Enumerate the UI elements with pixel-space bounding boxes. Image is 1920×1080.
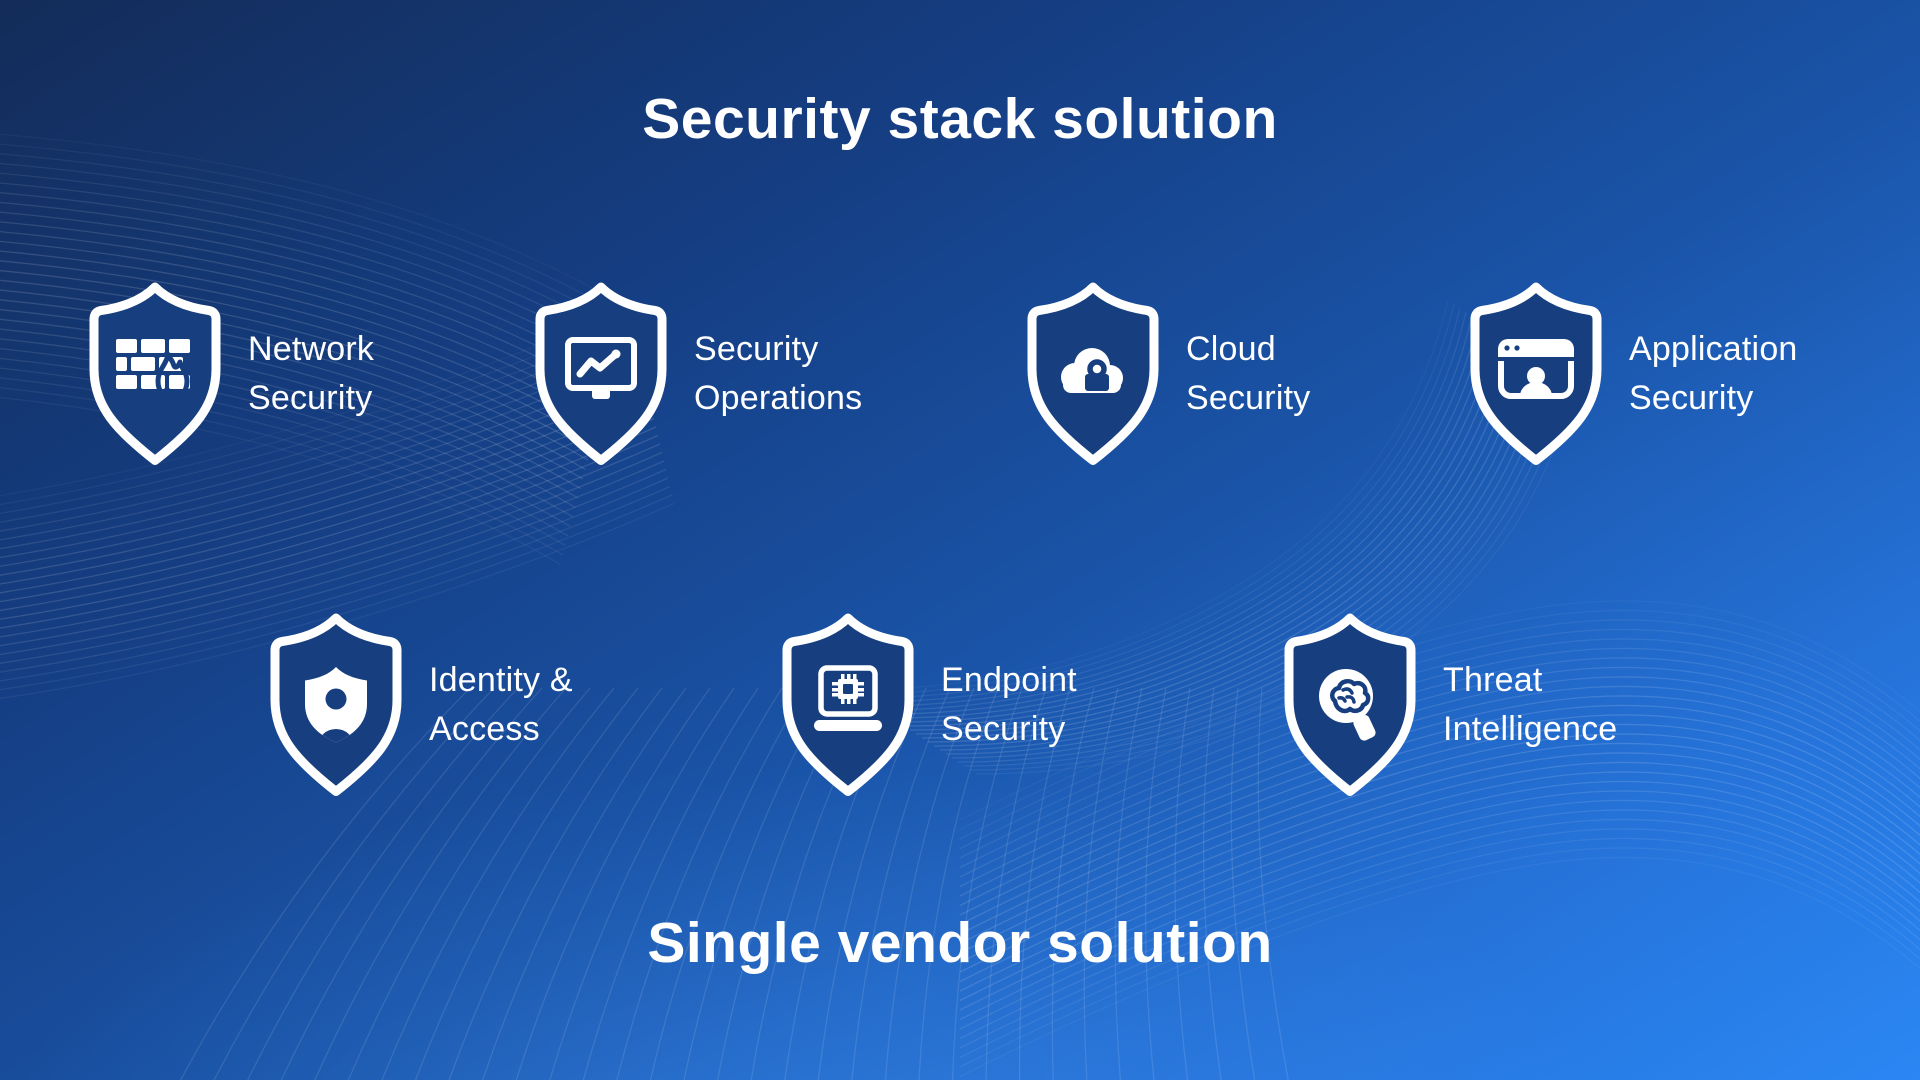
shield-badge — [775, 608, 921, 801]
shield-badge — [82, 277, 228, 470]
shield-outline — [89, 282, 221, 465]
item-label: Identity & Access — [429, 660, 573, 748]
item-label: Threat Intelligence — [1443, 660, 1618, 748]
firewall-icon — [116, 339, 190, 402]
shield-outline — [535, 282, 667, 465]
shield-badge — [1020, 277, 1166, 470]
item-label: Endpoint Security — [941, 660, 1077, 748]
page-title: Security stack solution — [642, 87, 1278, 151]
shield-badge — [1463, 277, 1609, 470]
bottom-title: Single vendor solution — [647, 911, 1273, 975]
shield-badge — [263, 608, 409, 801]
item-endpoint-security: Endpoint Security — [775, 608, 1077, 801]
item-label: Network Security — [248, 329, 375, 417]
monitor-chart-icon — [565, 337, 637, 399]
head-brain-icon — [1319, 669, 1376, 741]
shield-outline — [782, 613, 914, 796]
item-threat-intelligence: Threat Intelligence — [1277, 608, 1617, 801]
item-label: Application Security — [1629, 329, 1798, 417]
item-cloud-security: Cloud Security — [1020, 277, 1310, 470]
app-window-user-icon — [1498, 339, 1574, 399]
laptop-chip-icon — [814, 665, 882, 731]
shield-user-icon — [305, 667, 367, 743]
item-application-security: Application Security — [1463, 277, 1798, 470]
shield-badge — [1277, 608, 1423, 801]
item-label: Security Operations — [694, 329, 863, 417]
item-security-operations: Security Operations — [528, 277, 862, 470]
item-identity-access: Identity & Access — [263, 608, 573, 801]
shield-badge — [528, 277, 674, 470]
item-network-security: Network Security — [82, 277, 374, 470]
item-label: Cloud Security — [1186, 329, 1311, 417]
cloud-lock-icon — [1061, 348, 1123, 393]
